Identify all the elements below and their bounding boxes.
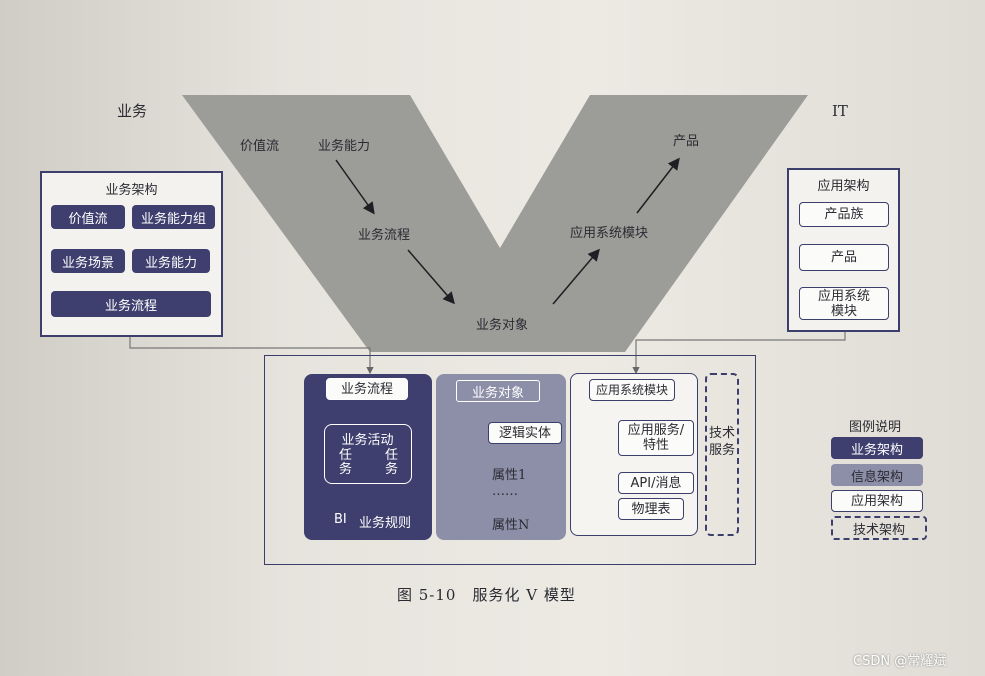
task-a: 任 务 <box>339 448 353 477</box>
label-business-object: 业务对象 <box>476 318 529 333</box>
chip-business-capability: 业务能力 <box>132 249 210 273</box>
connector-left <box>129 335 374 375</box>
table-chip: 物理表 <box>618 498 684 520</box>
label-value-stream: 价值流 <box>240 139 280 154</box>
figure-caption: 图 5-10 服务化 V 模型 <box>397 586 576 604</box>
legend-technology: 技术架构 <box>831 516 927 540</box>
business-architecture-box: 业务架构 价值流 业务能力组 业务场景 业务能力 业务流程 <box>40 171 223 337</box>
chip-app-system-module: 应用系统 模块 <box>799 287 889 320</box>
arrow-capability-process <box>335 159 375 215</box>
bottom-container <box>264 355 756 565</box>
application-architecture-title: 应用架构 <box>817 179 870 194</box>
app-panel-title: 应用系统模块 <box>589 379 675 401</box>
business-architecture-title: 业务架构 <box>105 183 158 198</box>
app-panel: 应用系统模块 应用服务/ 特性 API/消息 物理表 <box>570 373 698 536</box>
task-b: 任 务 <box>385 448 399 477</box>
legend-title: 图例说明 <box>849 420 902 435</box>
activity-label: 业务活动 <box>341 433 394 448</box>
chip-product-family: 产品族 <box>799 202 889 227</box>
ellipsis-label: …… <box>492 484 518 499</box>
bi-label: BI <box>334 512 347 527</box>
chip-product: 产品 <box>799 244 889 271</box>
watermark: CSDN @常耀斌 <box>853 654 947 669</box>
arrow-module-product <box>636 157 680 214</box>
entity-chip: 逻辑实体 <box>488 422 562 444</box>
arrow-process-object <box>407 249 455 305</box>
label-product: 产品 <box>673 134 700 149</box>
label-business-process: 业务流程 <box>358 228 411 243</box>
tech-panel-title: 技术 服务 <box>708 426 735 458</box>
object-panel: 业务对象 逻辑实体 属性1 …… 属性N <box>436 374 566 540</box>
object-panel-title: 业务对象 <box>456 380 540 402</box>
api-chip: API/消息 <box>618 472 694 494</box>
service-chip: 应用服务/ 特性 <box>618 420 694 456</box>
label-app-system-module: 应用系统模块 <box>570 226 649 241</box>
connector-right <box>632 332 846 375</box>
process-panel-title: 业务流程 <box>326 378 408 400</box>
rules-label: 业务规则 <box>359 516 412 531</box>
chip-business-scenario: 业务场景 <box>51 249 125 273</box>
tech-panel: 技术 服务 <box>705 373 739 536</box>
v-shape <box>182 95 808 352</box>
legend-business: 业务架构 <box>831 437 923 459</box>
chip-business-process: 业务流程 <box>51 291 211 317</box>
process-panel: 业务流程 业务活动 任 务 任 务 BI 业务规则 <box>304 374 432 540</box>
label-business: 业务 <box>117 102 148 120</box>
chip-capability-group: 业务能力组 <box>132 205 215 229</box>
label-business-capability: 业务能力 <box>318 139 371 154</box>
label-it: IT <box>832 102 848 120</box>
attr1-label: 属性1 <box>492 468 527 483</box>
activity-box: 业务活动 任 务 任 务 <box>324 424 412 484</box>
attrn-label: 属性N <box>492 518 530 533</box>
legend-information: 信息架构 <box>831 464 923 486</box>
chip-value-stream: 价值流 <box>51 205 125 229</box>
arrow-object-module <box>552 248 600 305</box>
application-architecture-box: 应用架构 产品族 产品 应用系统 模块 <box>787 168 900 332</box>
legend-application: 应用架构 <box>831 490 923 512</box>
